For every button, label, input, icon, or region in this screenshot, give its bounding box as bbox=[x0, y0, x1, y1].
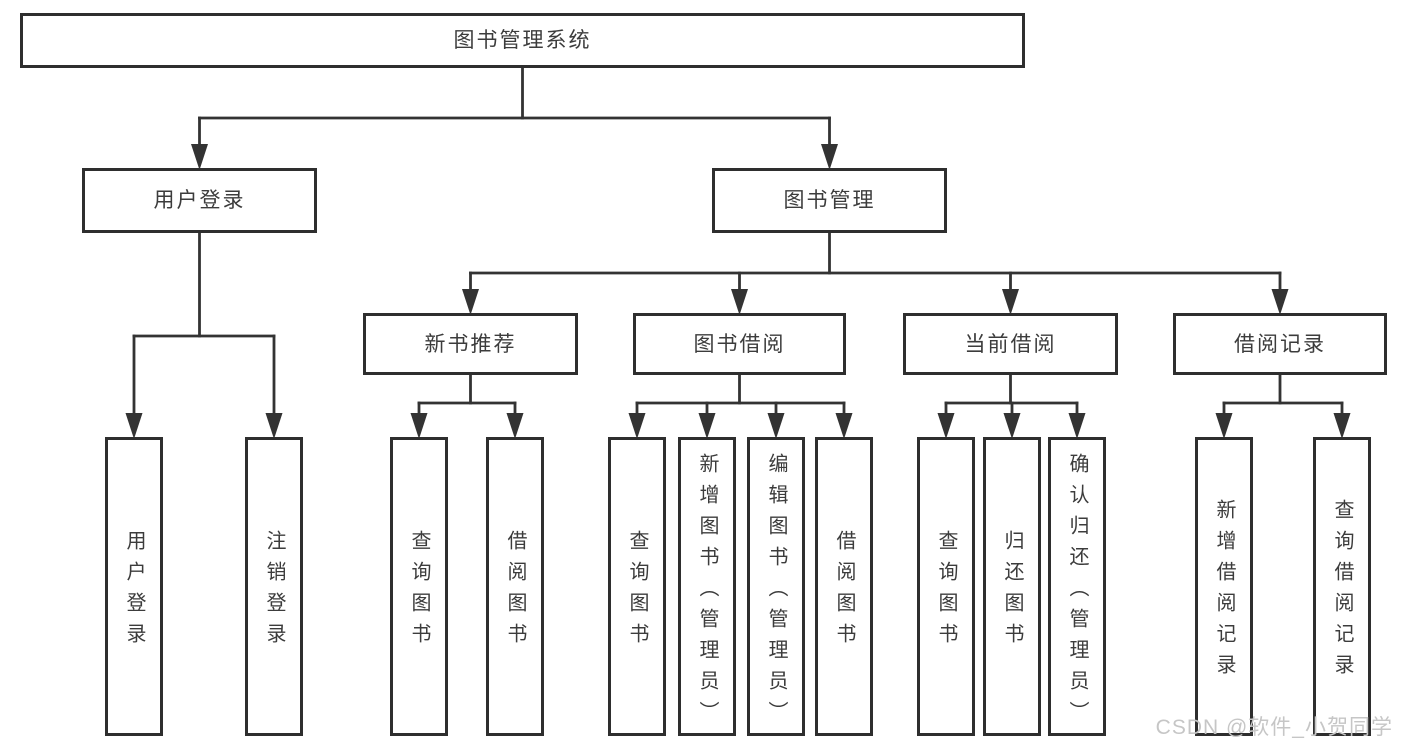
node-book-mgmt: 图书管理 bbox=[712, 168, 947, 233]
node-label: 图书管理系统 bbox=[453, 29, 592, 52]
node-label: 查询图书 bbox=[935, 530, 957, 654]
node-label: 图书借阅 bbox=[693, 332, 786, 356]
arrowhead-icon bbox=[698, 413, 716, 439]
node-label: 用户登录 bbox=[123, 530, 145, 654]
arrowhead-icon bbox=[835, 413, 853, 439]
node-current-borrow: 当前借阅 bbox=[903, 313, 1118, 375]
node-leaf-login: 用户登录 bbox=[105, 437, 163, 736]
node-bb-query: 查询图书 bbox=[608, 437, 666, 736]
arrowhead-icon bbox=[1333, 413, 1351, 439]
node-bb-edit: 编辑图书（管理员） bbox=[747, 437, 805, 736]
node-label: 借阅图书 bbox=[504, 530, 526, 654]
arrowhead-icon bbox=[1068, 413, 1086, 439]
node-new-book-rec: 新书推荐 bbox=[363, 313, 578, 375]
arrowhead-icon bbox=[1003, 413, 1021, 439]
node-nbr-borrow: 借阅图书 bbox=[486, 437, 544, 736]
node-root: 图书管理系统 bbox=[20, 13, 1025, 68]
node-user-login: 用户登录 bbox=[82, 168, 317, 233]
node-cb-query: 查询图书 bbox=[917, 437, 975, 736]
arrowhead-icon bbox=[506, 413, 524, 439]
node-bb-borrow: 借阅图书 bbox=[815, 437, 873, 736]
node-label: 归还图书 bbox=[1001, 530, 1023, 654]
node-label: 新书推荐 bbox=[424, 332, 517, 356]
node-label: 图书管理 bbox=[783, 189, 876, 212]
arrowhead-icon bbox=[628, 413, 646, 439]
node-label: 确认归还（管理员） bbox=[1066, 452, 1088, 732]
node-leaf-logout: 注销登录 bbox=[245, 437, 303, 736]
node-label: 查询图书 bbox=[408, 530, 430, 654]
node-label: 编辑图书（管理员） bbox=[765, 452, 787, 732]
arrowhead-icon bbox=[191, 144, 208, 170]
arrowhead-icon bbox=[937, 413, 955, 439]
arrowhead-icon bbox=[821, 144, 838, 170]
node-label: 查询图书 bbox=[626, 530, 648, 654]
arrowhead-icon bbox=[462, 289, 479, 315]
arrowhead-icon bbox=[767, 413, 785, 439]
arrowhead-icon bbox=[1215, 413, 1233, 439]
node-label: 查询借阅记录 bbox=[1331, 499, 1353, 685]
node-book-borrow: 图书借阅 bbox=[633, 313, 846, 375]
node-borrow-records: 借阅记录 bbox=[1173, 313, 1387, 375]
node-br-query: 查询借阅记录 bbox=[1313, 437, 1371, 736]
node-cb-confirm: 确认归还（管理员） bbox=[1048, 437, 1106, 736]
node-cb-return: 归还图书 bbox=[983, 437, 1041, 736]
node-bb-add: 新增图书（管理员） bbox=[678, 437, 736, 736]
node-label: 新增图书（管理员） bbox=[696, 452, 718, 732]
csdn-watermark: CSDN @软件_小贺同学 bbox=[1155, 716, 1393, 739]
arrowhead-icon bbox=[1002, 289, 1019, 315]
arrowhead-icon bbox=[125, 413, 143, 439]
node-label: 新增借阅记录 bbox=[1213, 499, 1235, 685]
arrowhead-icon bbox=[731, 289, 748, 315]
arrowhead-icon bbox=[265, 413, 283, 439]
node-br-add: 新增借阅记录 bbox=[1195, 437, 1253, 736]
arrowhead-icon bbox=[1271, 289, 1289, 315]
arrowhead-icon bbox=[410, 413, 428, 439]
node-label: 当前借阅 bbox=[964, 332, 1057, 356]
node-label: 借阅图书 bbox=[833, 530, 855, 654]
node-label: 用户登录 bbox=[153, 189, 246, 212]
node-nbr-query: 查询图书 bbox=[390, 437, 448, 736]
node-label: 借阅记录 bbox=[1234, 332, 1326, 356]
node-label: 注销登录 bbox=[263, 530, 285, 654]
